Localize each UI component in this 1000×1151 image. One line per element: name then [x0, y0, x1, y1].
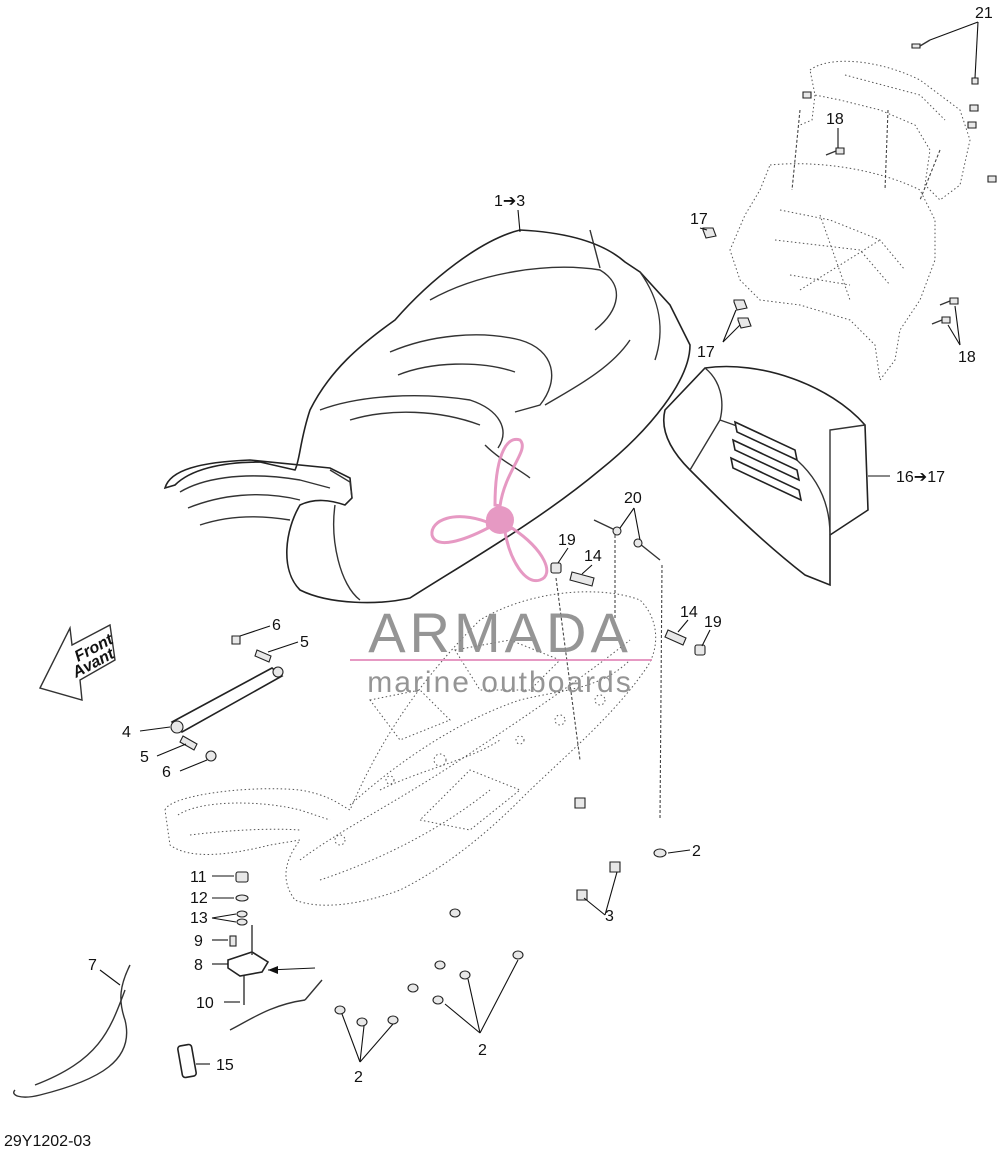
bolts-20[interactable] [593, 519, 663, 821]
callout-19-right: 19 [704, 614, 722, 631]
callout-6-top: 6 [272, 617, 281, 634]
callout-14-right: 14 [680, 604, 698, 621]
spacers-14-nuts-19[interactable] [550, 562, 706, 761]
clip-nuts-17[interactable] [702, 227, 752, 329]
callout-4: 4 [122, 724, 131, 741]
callout-2-right: 2 [692, 843, 701, 860]
callout-1-3: 1➔3 [494, 193, 525, 210]
callout-10: 10 [196, 995, 214, 1012]
front-direction-arrow: Front Avant [38, 623, 118, 701]
watermark-brand: ARMADA [368, 601, 632, 664]
callout-18-right: 18 [958, 349, 976, 366]
callout-13: 13 [190, 910, 208, 927]
callout-5-top: 5 [300, 634, 309, 651]
screws-21[interactable] [802, 39, 997, 183]
callout-12: 12 [190, 890, 208, 907]
callout-14-left: 14 [584, 548, 602, 565]
callout-15: 15 [216, 1057, 234, 1074]
callout-17-bottom: 17 [697, 344, 715, 361]
bumpers-2[interactable] [334, 848, 667, 1027]
backrest-bracket-assembly[interactable] [729, 60, 971, 382]
hinge-hardware-5-6[interactable] [179, 635, 272, 762]
propeller-logo [430, 437, 549, 583]
callout-8: 8 [194, 957, 203, 974]
armada-watermark: ARMADA marine outboards [350, 437, 652, 699]
callout-16-17: 16➔17 [896, 469, 945, 486]
callout-19-left: 19 [558, 532, 576, 549]
callout-21: 21 [975, 5, 993, 22]
seat-assembly[interactable] [163, 229, 691, 604]
release-cable-7[interactable] [13, 964, 323, 1098]
latch-assembly[interactable] [227, 871, 316, 1005]
backrest-cushion[interactable] [663, 365, 869, 587]
callout-5-bottom: 5 [140, 749, 149, 766]
callout-3: 3 [605, 908, 614, 925]
callout-20: 20 [624, 490, 642, 507]
seat-base[interactable] [164, 591, 657, 906]
pad-15[interactable] [177, 1043, 197, 1079]
drawing-id: 29Y1202-03 [4, 1133, 91, 1150]
callout-9: 9 [194, 933, 203, 950]
callout-11: 11 [190, 869, 207, 886]
callout-7: 7 [88, 957, 97, 974]
callout-17-top: 17 [690, 211, 708, 228]
callout-6-bottom: 6 [162, 764, 171, 781]
watermark-tagline: marine outboards [367, 666, 632, 699]
hinge-rod-4[interactable] [170, 666, 284, 734]
callout-2-middle: 2 [478, 1042, 487, 1059]
callout-labels: 1➔3 21 18 18 17 17 16➔17 20 19 14 14 19 … [88, 5, 993, 1086]
callout-18-top: 18 [826, 111, 844, 128]
leader-lines [99, 21, 979, 1065]
callout-2-left: 2 [354, 1069, 363, 1086]
screws-18[interactable] [825, 147, 959, 325]
